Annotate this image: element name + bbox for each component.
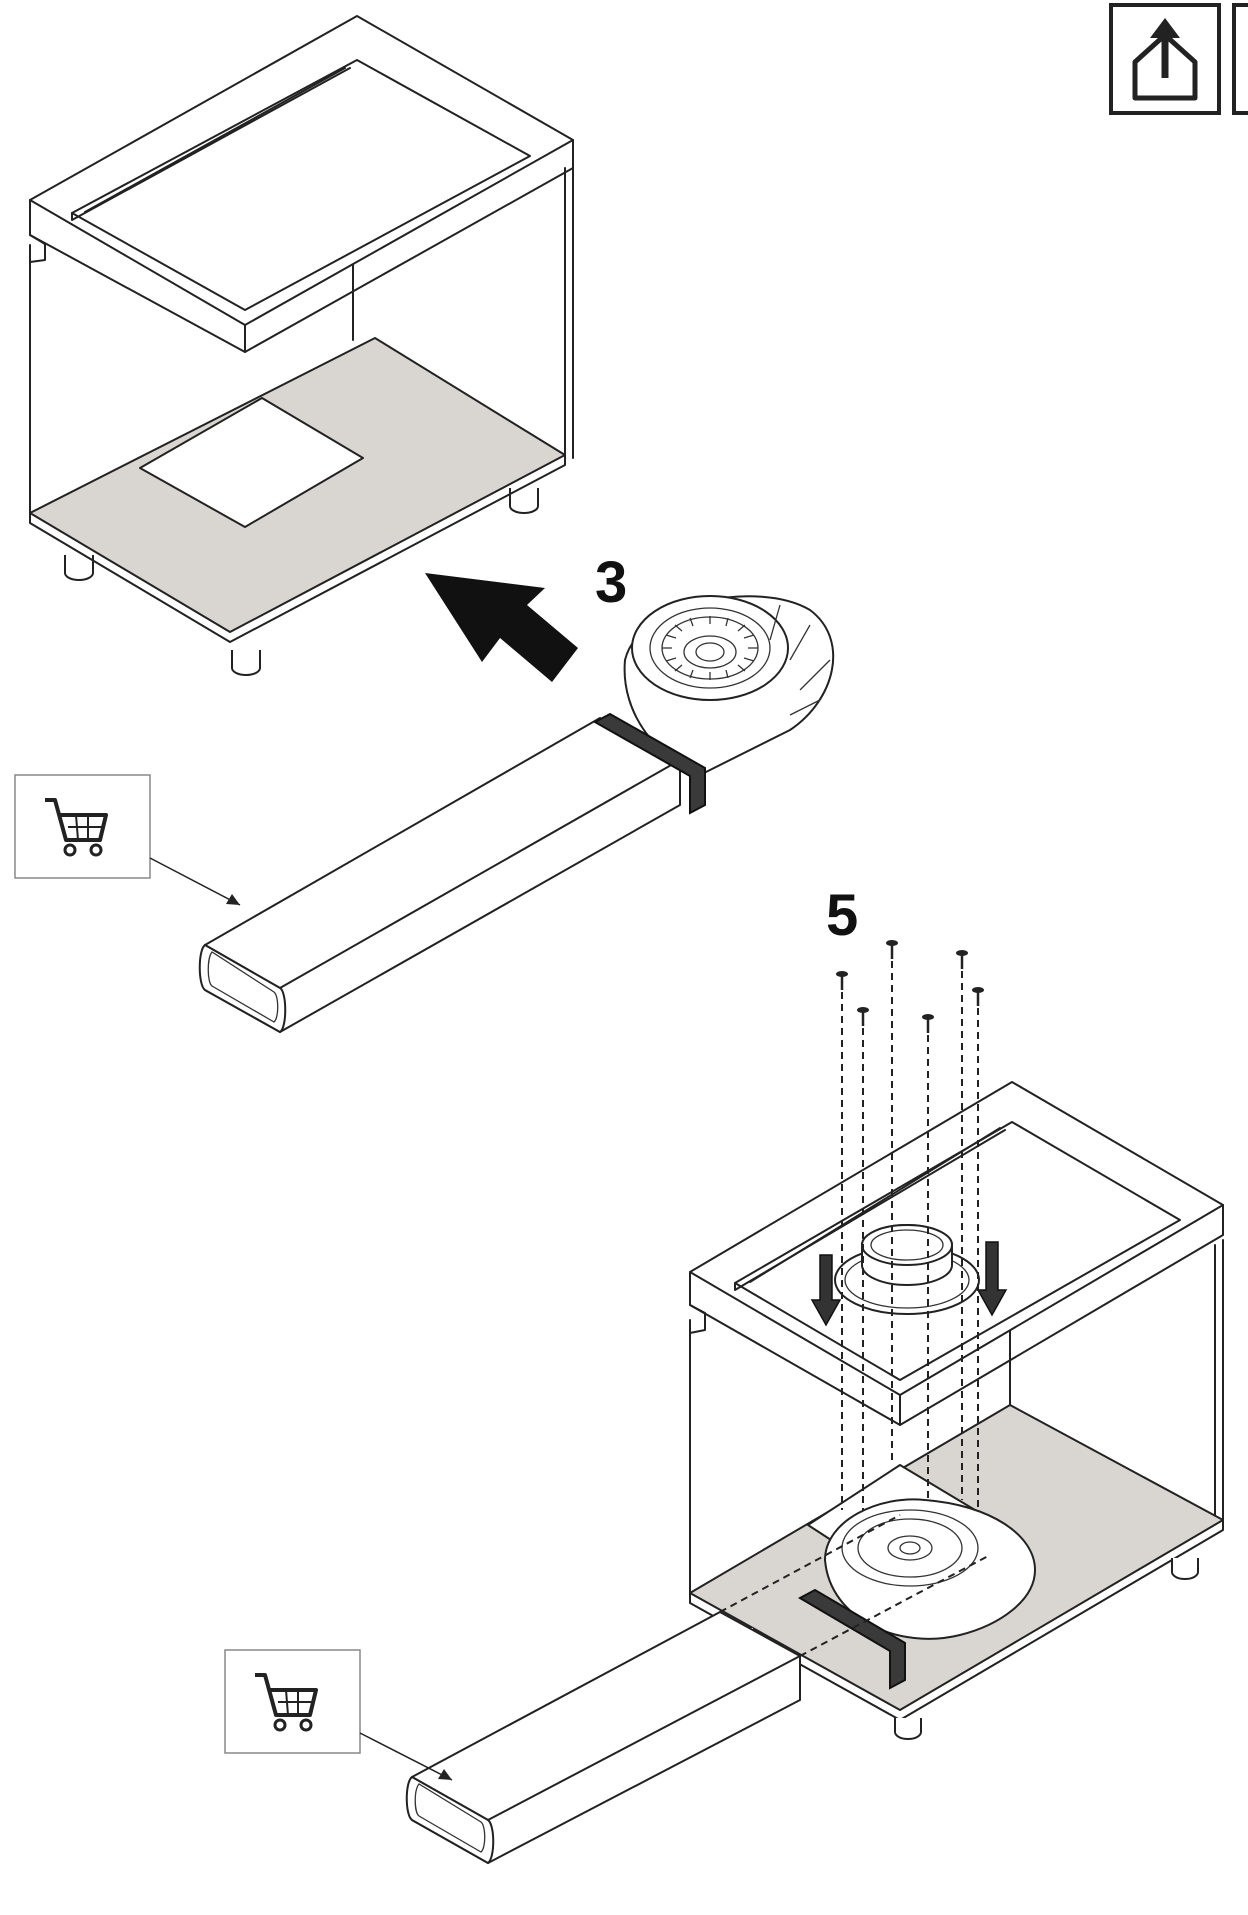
flat-duct-bottom	[405, 1514, 991, 1864]
screws	[836, 940, 984, 1033]
shopping-cart-icon	[45, 798, 108, 857]
alignment-lines	[841, 961, 979, 1600]
down-arrow-left	[810, 1254, 842, 1327]
insert-arrow	[425, 573, 578, 682]
cart-callout-1	[14, 774, 241, 906]
step-5-label: 5	[826, 883, 858, 948]
motor-unit-installed	[824, 1498, 1036, 1640]
duct-collar	[834, 1224, 980, 1315]
cut-off-icon	[1232, 3, 1248, 115]
cabinet-top	[29, 15, 574, 676]
cart-callout-2	[224, 1649, 453, 1781]
house-upload-icon	[1109, 3, 1221, 115]
shopping-cart-icon	[255, 1673, 318, 1732]
flat-duct-top	[198, 712, 706, 1033]
step-3-label: 3	[595, 550, 627, 615]
down-arrow-right	[976, 1241, 1008, 1317]
